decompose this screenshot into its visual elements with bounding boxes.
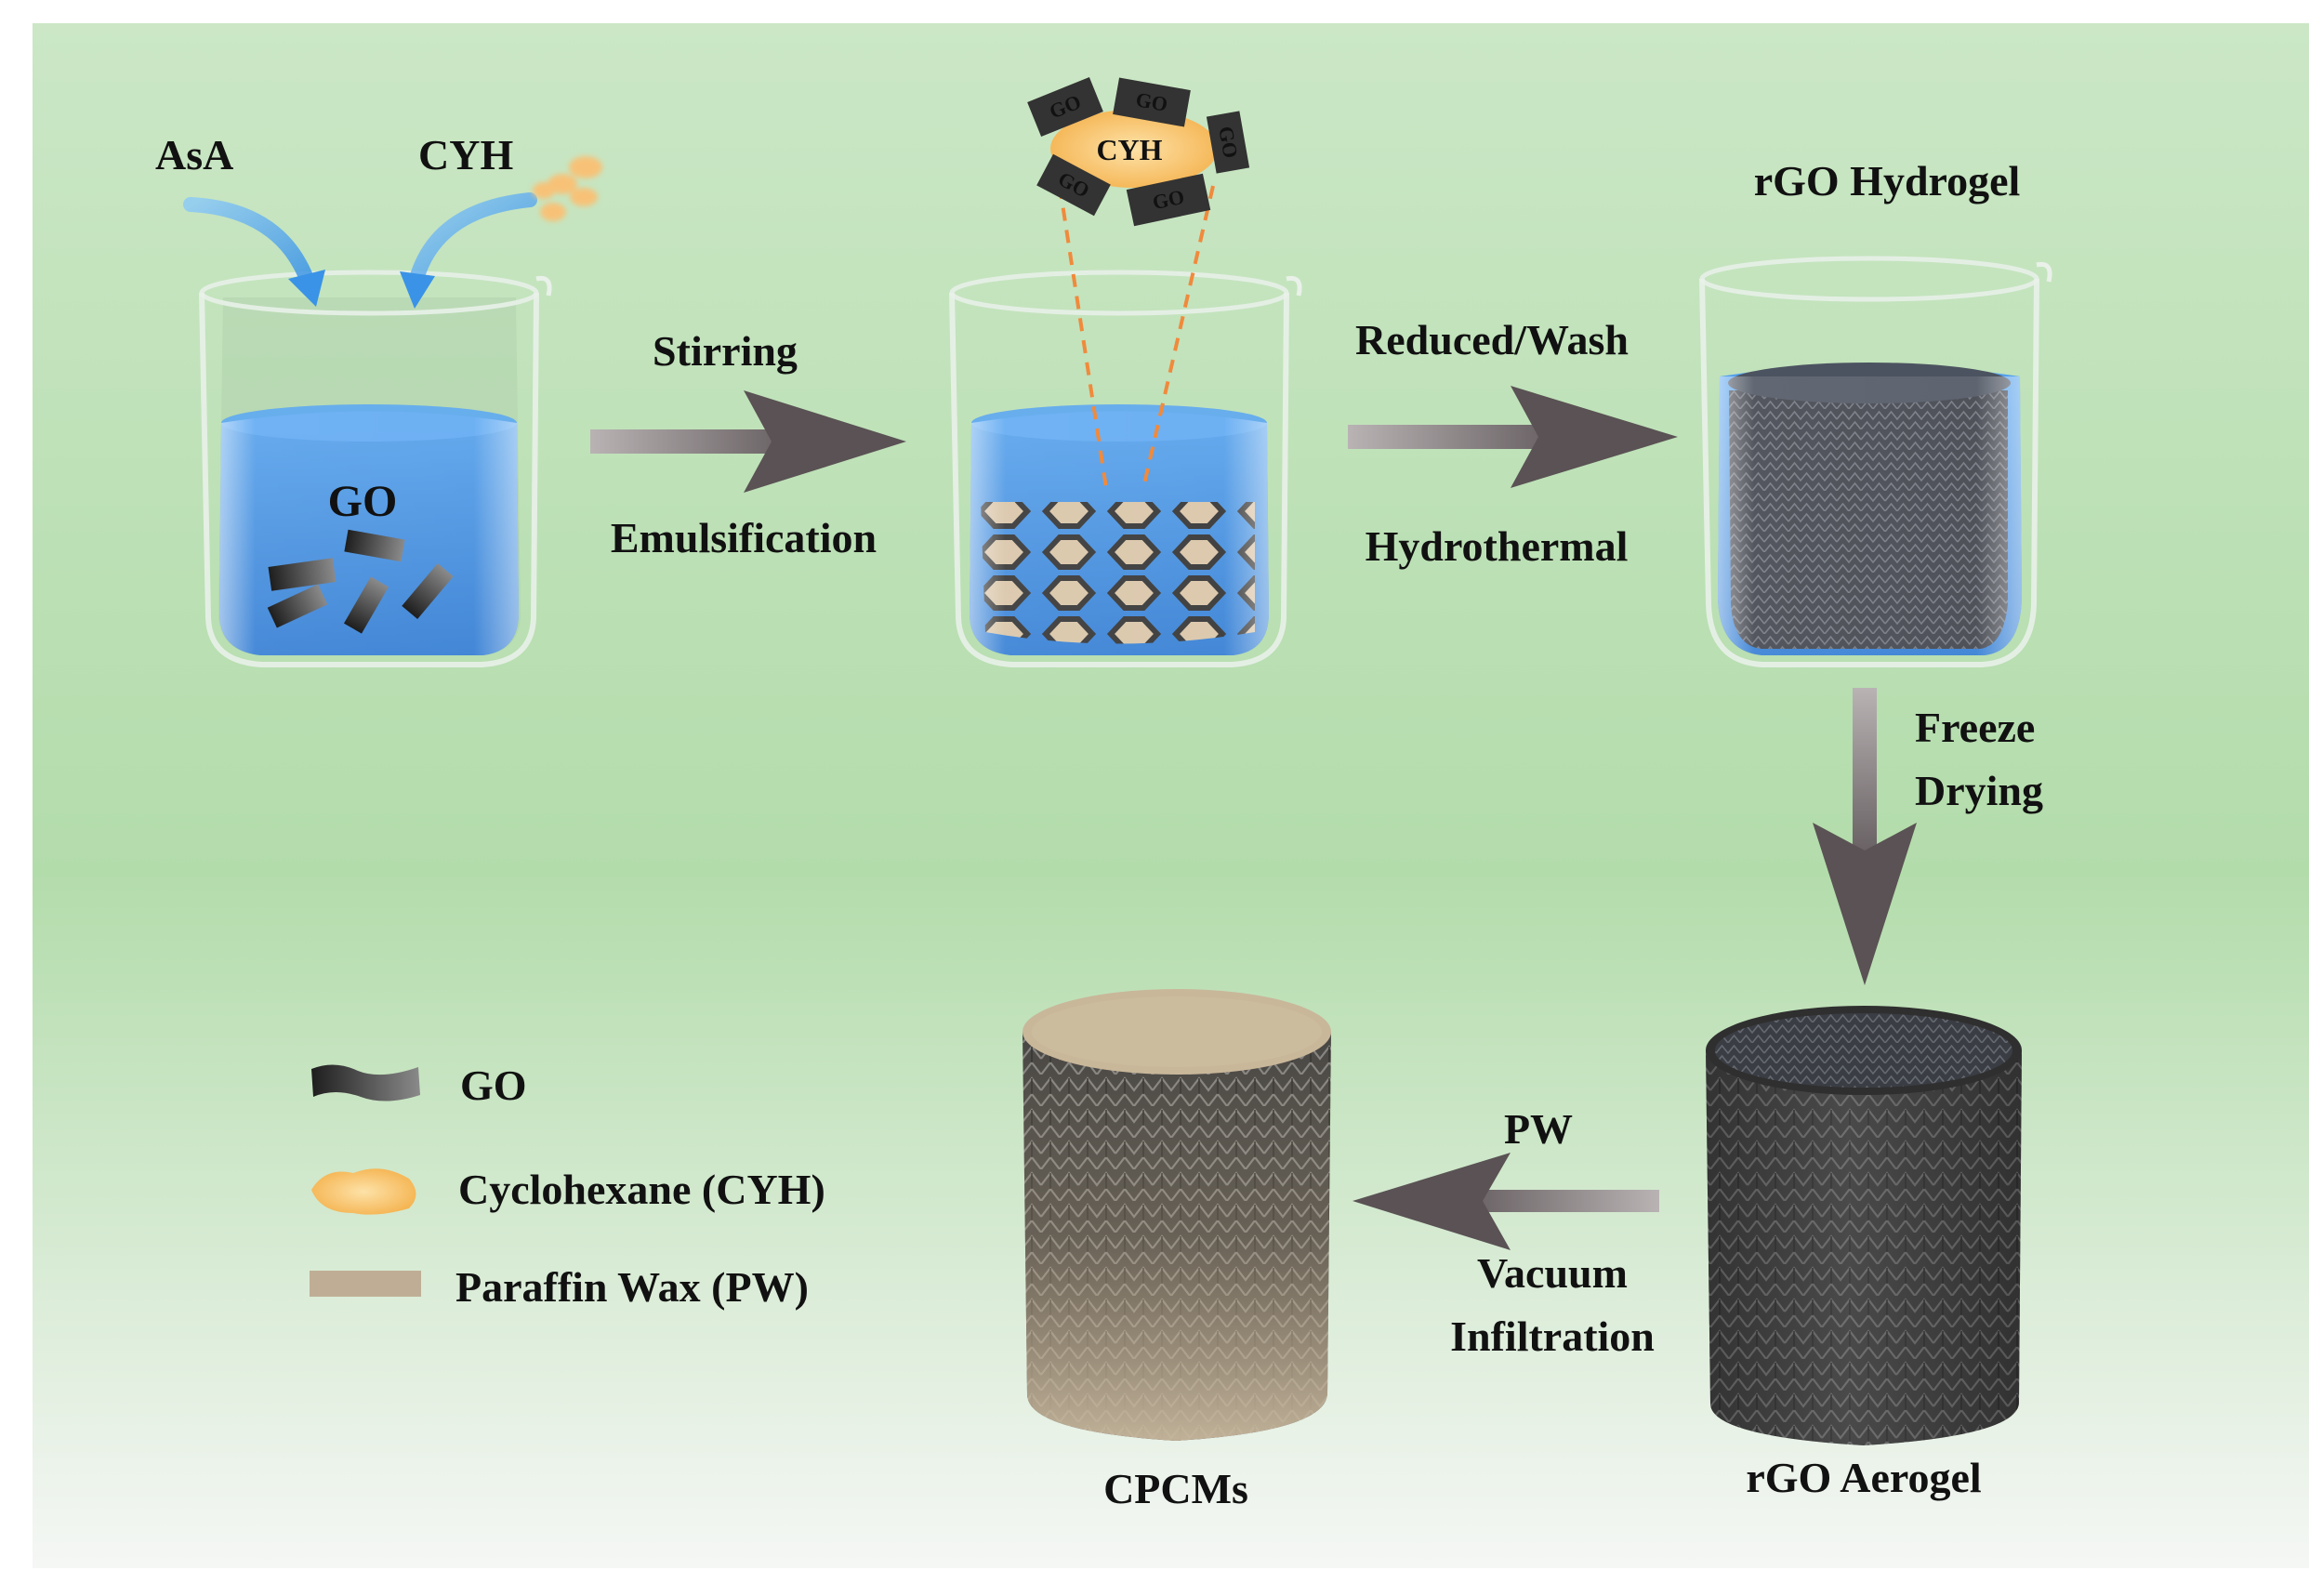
cyclohexane-droplet-icon — [311, 1168, 416, 1215]
reduced-wash-label: Reduced/Wash — [1355, 316, 1629, 363]
reduced-wash-arrow — [1348, 386, 1678, 488]
cyh-arrow-head-icon — [400, 271, 435, 309]
stirring-arrow — [590, 390, 906, 493]
infiltration-label: Infiltration — [1450, 1312, 1655, 1360]
vacuum-infiltration-arrow — [1352, 1153, 1659, 1250]
vacuum-label: Vacuum — [1477, 1249, 1628, 1297]
freeze-label: Freeze — [1915, 704, 2035, 751]
zoom-line-left — [1058, 185, 1108, 489]
cyh-label: CYH — [418, 131, 513, 178]
legend-go-label: GO — [460, 1062, 527, 1109]
go-tag-2: GO — [1113, 77, 1191, 127]
go-beaker-label: GO — [328, 477, 398, 526]
go-tag-5: GO — [1126, 173, 1211, 227]
go-tag-1: GO — [1027, 76, 1103, 138]
legend-paraffin-label: Paraffin Wax (PW) — [455, 1263, 809, 1311]
freeze-drying-arrow — [1813, 688, 1917, 985]
go-tag-3: GO — [1206, 111, 1250, 174]
rgo-aerogel-label: rGO Aerogel — [1746, 1454, 1981, 1501]
cpcms-label: CPCMs — [1103, 1465, 1248, 1512]
zoom-line-right — [1141, 185, 1215, 489]
go-tag-4: GO — [1036, 153, 1111, 217]
emulsification-label: Emulsification — [611, 514, 877, 561]
beaker-emulsion — [949, 270, 1302, 667]
cyh-go-micelle: GO GO GO GO GO CYH — [1027, 76, 1250, 227]
asa-curved-arrow — [183, 197, 314, 286]
stirring-label: Stirring — [653, 327, 798, 375]
rgo-hydrogel-label: rGO Hydrogel — [1754, 157, 2021, 204]
cyh-droplet-label: CYH — [1096, 133, 1162, 166]
beaker-hydrogel — [1699, 256, 2052, 667]
legend — [310, 1064, 421, 1297]
svg-text:GO: GO — [1214, 125, 1243, 160]
paraffin-wax-bar-icon — [310, 1271, 421, 1297]
cpcms-cylinder — [1023, 989, 1331, 1441]
go-sheets — [267, 529, 454, 634]
drying-label: Drying — [1915, 767, 2043, 814]
asa-label: AsA — [155, 131, 233, 178]
asa-arrow-head-icon — [288, 270, 325, 307]
rgo-aerogel-cylinder — [1706, 1006, 2022, 1445]
svg-text:GO: GO — [1134, 87, 1169, 116]
pw-label: PW — [1504, 1105, 1573, 1153]
beaker-go — [199, 270, 552, 667]
cyh-droplets — [533, 156, 602, 221]
hydrothermal-label: Hydrothermal — [1366, 522, 1629, 570]
go-sheet-icon — [311, 1064, 420, 1101]
legend-cyclohexane-label: Cyclohexane (CYH) — [458, 1166, 825, 1213]
cyh-curved-arrow — [409, 192, 537, 286]
